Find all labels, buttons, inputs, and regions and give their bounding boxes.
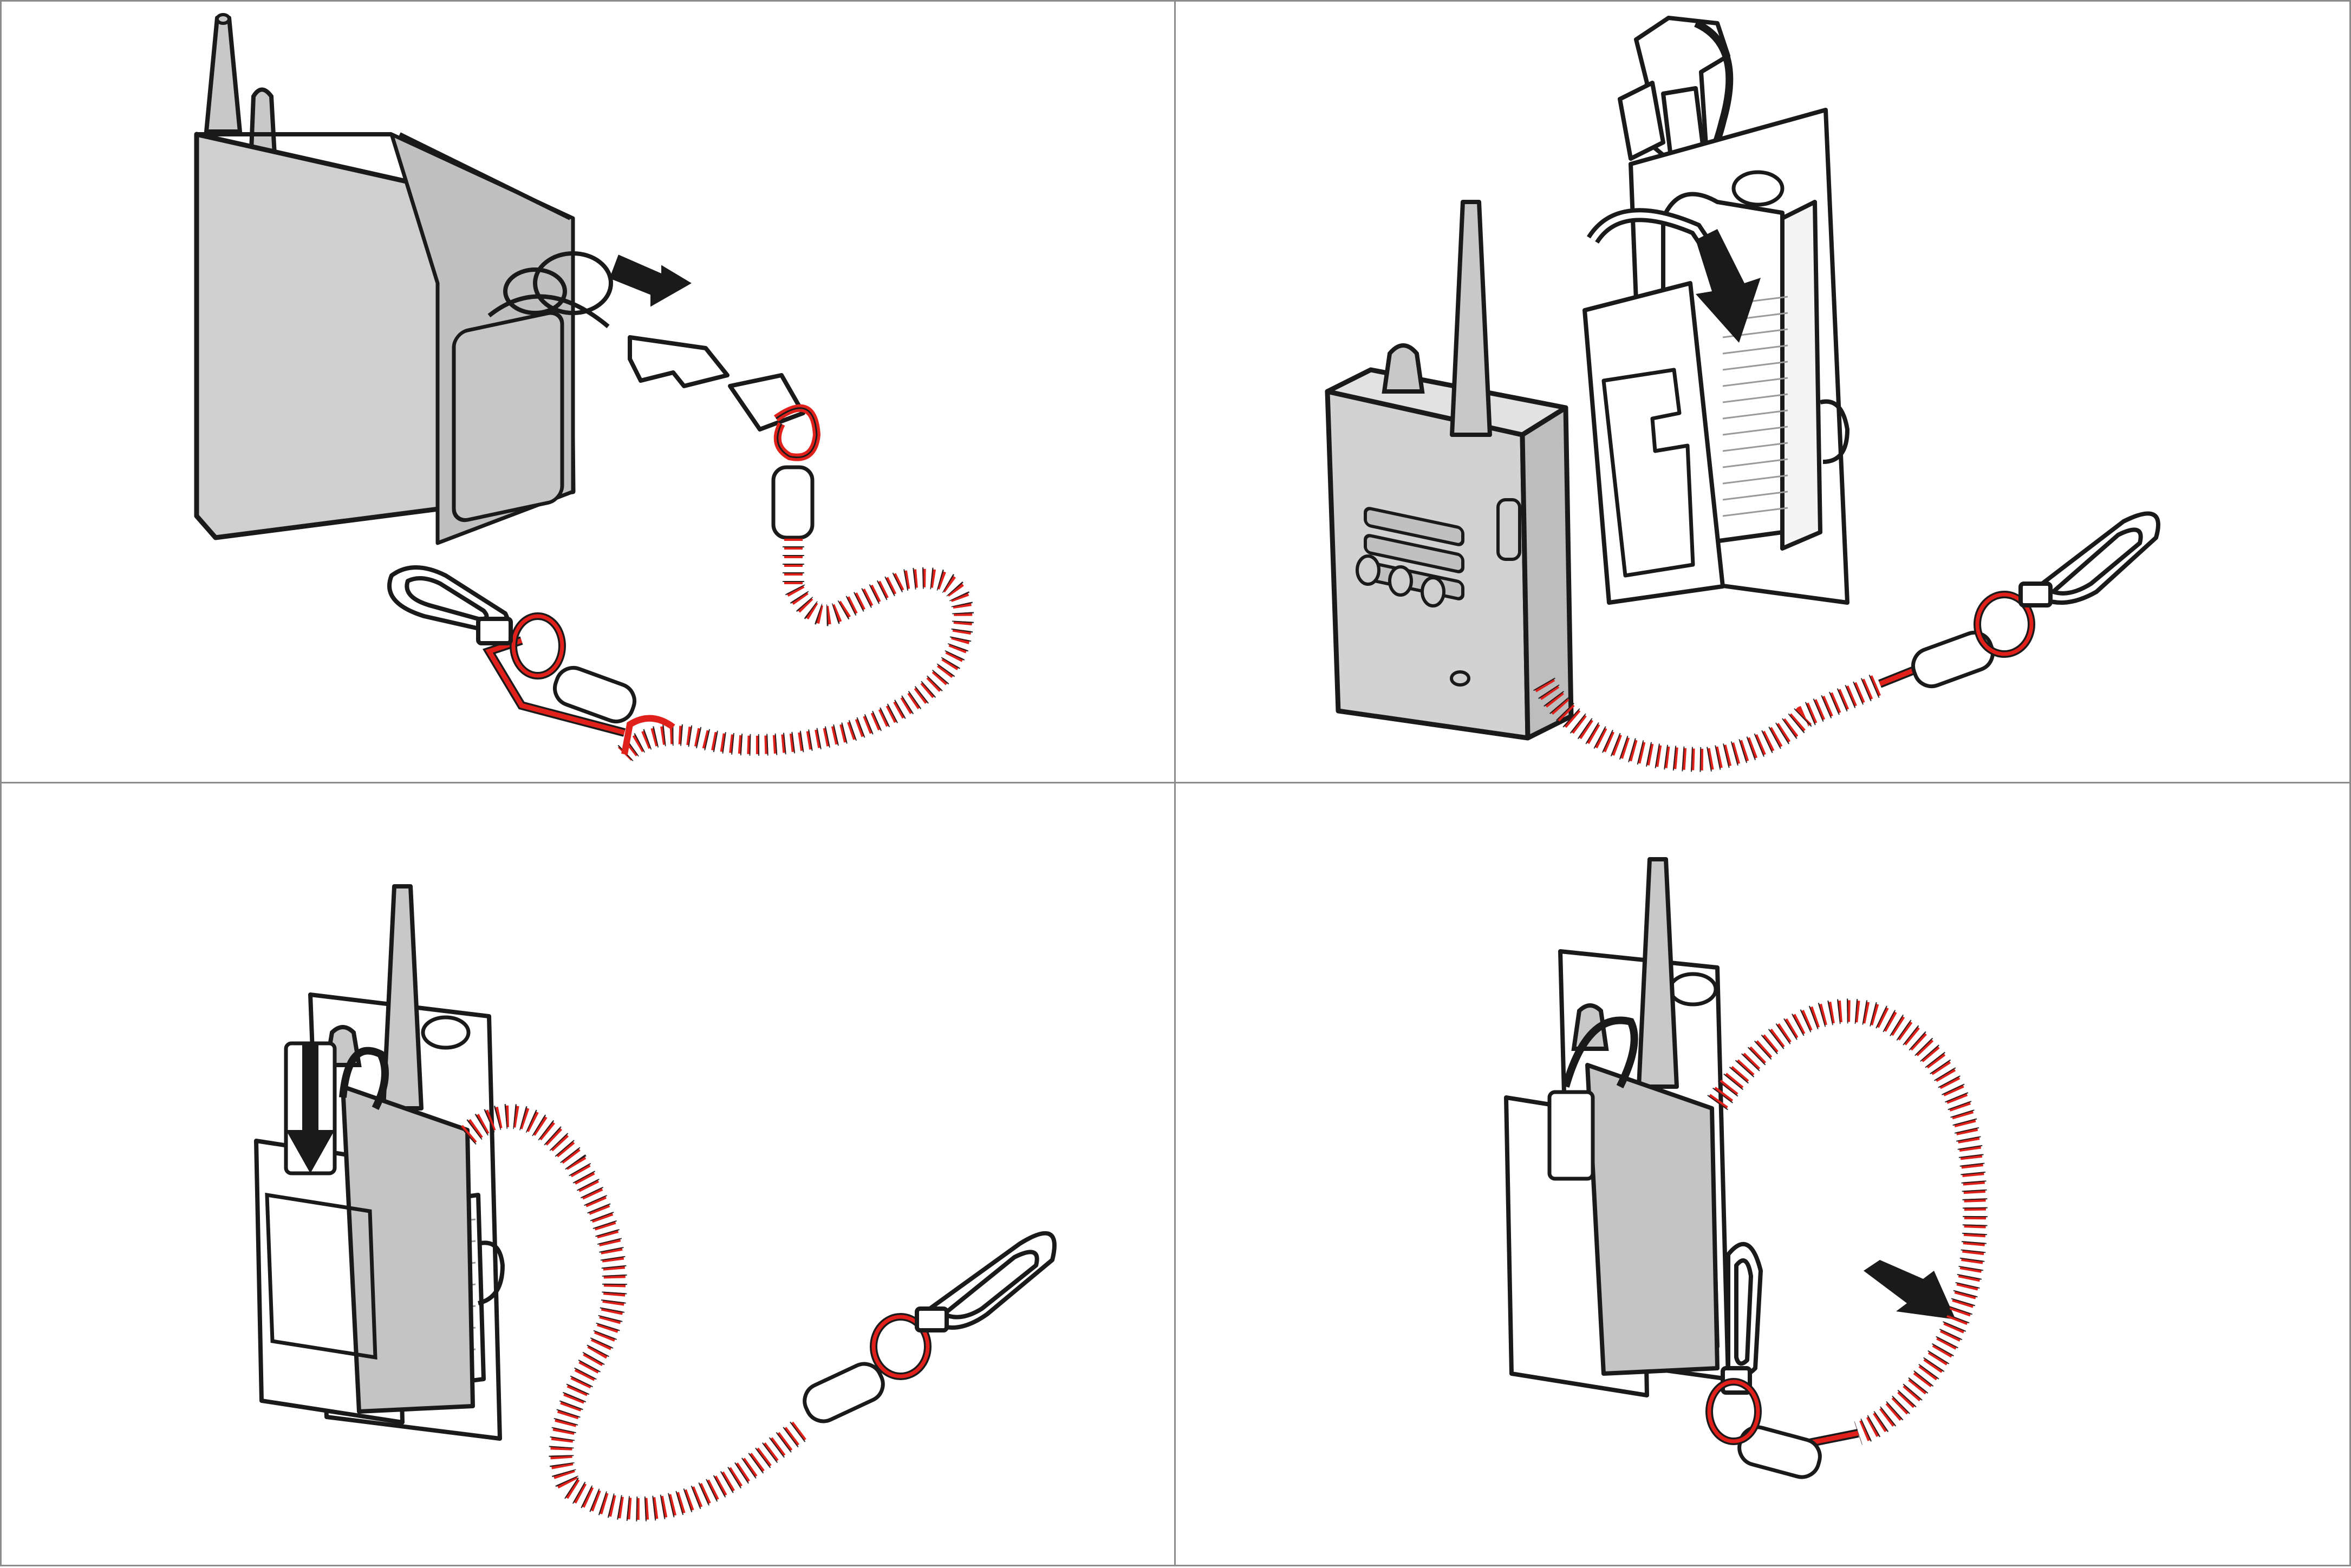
radio-antenna (204, 16, 242, 134)
holster-strap (1562, 1016, 1638, 1089)
holster-knob (421, 1015, 471, 1050)
radio-knob (1571, 1003, 1609, 1051)
radio-body (194, 132, 576, 545)
radio-body-side (1585, 1063, 1720, 1376)
cord-ferrule-end (553, 665, 636, 724)
radio-knob (1382, 343, 1425, 394)
cord-ferrule (771, 465, 815, 540)
panel-step-1 (0, 0, 1176, 783)
snap-hook-carabiner (1721, 1242, 1763, 1395)
holster-knob (1668, 972, 1718, 1007)
holster-strap (339, 1047, 389, 1110)
holster-belt-clip (1618, 16, 1730, 166)
holster-knob (1731, 170, 1785, 207)
panel-step-2 (1174, 0, 2351, 783)
direction-arrow (1696, 229, 1761, 343)
radio-body-side (341, 1084, 475, 1414)
direction-arrow (286, 1043, 335, 1173)
coiled-cord (617, 538, 973, 761)
snap-hook-carabiner (387, 565, 513, 645)
snap-hook-carabiner (2018, 511, 2160, 607)
cord-ferrule-end (1911, 630, 1995, 689)
direction-arrow (609, 254, 692, 307)
buckle-connector-female (628, 335, 730, 388)
buckle-connector-male (728, 373, 805, 432)
radio-antenna (381, 884, 424, 1110)
radio-buttons (1356, 554, 1470, 687)
snap-hook-carabiner (915, 1231, 1057, 1332)
holster-d-ring (1820, 399, 1850, 464)
panel-step-3 (0, 782, 1176, 1566)
panel-step-4 (1174, 782, 2351, 1566)
coiled-cord (460, 1105, 810, 1520)
radio-antenna (1637, 857, 1679, 1089)
direction-arrow (1864, 1260, 1956, 1319)
cord-ferrule-end (803, 1362, 885, 1423)
holster-d-ring (477, 1240, 505, 1305)
lanyard-clip (1547, 1090, 1595, 1181)
radio-antenna (1450, 200, 1492, 437)
lanyard-split-ring (487, 251, 613, 329)
